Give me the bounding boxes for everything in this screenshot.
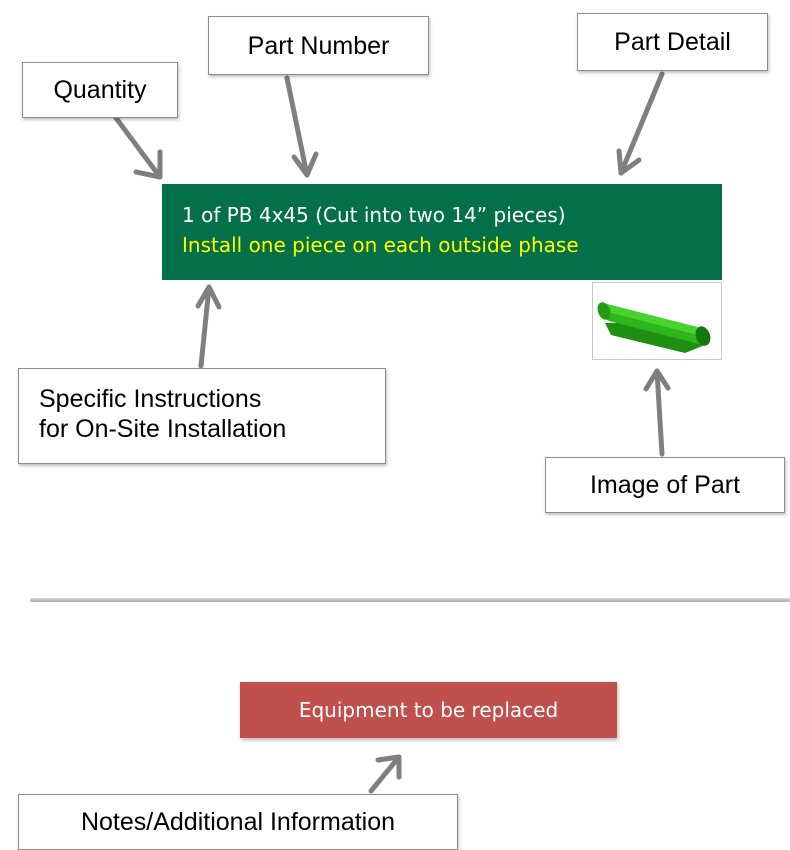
arrow-part-number — [284, 75, 310, 178]
notes-label: Notes/Additional Information — [18, 794, 458, 850]
quantity-label: Quantity — [22, 62, 178, 118]
part-number-label: Part Number — [208, 16, 429, 75]
arrow-notes-head — [375, 754, 402, 780]
notes-text: Notes/Additional Information — [80, 808, 396, 836]
specific-instructions-label: Specific Instructions for On-Site Instal… — [18, 368, 386, 464]
green-busbar-cover-icon — [597, 302, 711, 353]
arrow-image-of-part-head — [643, 368, 671, 392]
part-number-text: Part Number — [247, 31, 390, 60]
specific-instructions-line1: Specific Instructions — [39, 385, 262, 413]
specific-instructions-line2: for On-Site Installation — [39, 415, 287, 443]
quantity-text: Quantity — [53, 76, 147, 104]
section-divider — [30, 598, 790, 602]
arrow-part-number-head — [291, 151, 319, 178]
equipment-to-be-replaced-text: Equipment to be replaced — [298, 698, 559, 722]
arrow-image-of-part — [654, 368, 665, 457]
arrow-quantity — [113, 115, 163, 180]
part-banner-line1: 1 of PB 4x45 (Cut into two 14” pieces) — [182, 203, 566, 227]
part-detail-text: Part Detail — [614, 28, 731, 56]
arrow-quantity-head — [133, 149, 163, 180]
part-banner-line2: Install one piece on each outside phase — [182, 233, 579, 257]
image-of-part-label: Image of Part — [545, 457, 785, 513]
part-image — [592, 282, 722, 360]
arrow-notes — [368, 754, 402, 794]
arrow-part-detail-head — [616, 148, 642, 176]
arrow-part-detail — [618, 71, 665, 176]
equipment-to-be-replaced-box: Equipment to be replaced — [240, 682, 617, 738]
arrow-specific-instructions — [198, 284, 212, 369]
part-banner: 1 of PB 4x45 (Cut into two 14” pieces) I… — [162, 184, 722, 280]
part-detail-label: Part Detail — [577, 13, 768, 71]
arrow-specific-instructions-head — [195, 284, 222, 310]
image-of-part-text: Image of Part — [589, 471, 741, 499]
